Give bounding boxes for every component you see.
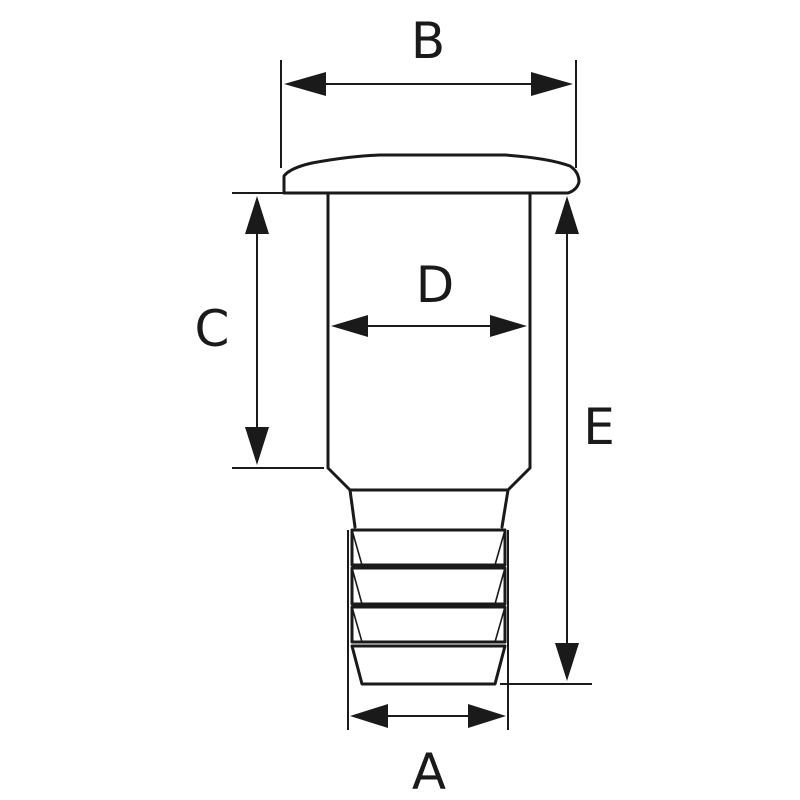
fitting-part xyxy=(282,153,581,686)
label-a: A xyxy=(412,743,446,800)
cap-head xyxy=(282,153,581,195)
label-e: E xyxy=(583,398,615,456)
dimension-d xyxy=(331,315,527,337)
label-c: C xyxy=(195,300,230,358)
dimension-a xyxy=(347,530,509,730)
shank-body xyxy=(326,191,532,492)
dimension-b xyxy=(280,60,577,168)
label-d: D xyxy=(416,256,455,314)
barbed-tail xyxy=(350,528,507,686)
dimension-labels: B D C E A xyxy=(195,12,615,800)
taper-neck xyxy=(348,488,510,529)
dimension-c xyxy=(232,192,324,469)
label-b: B xyxy=(411,12,445,70)
dimension-lines xyxy=(232,60,592,730)
dimension-e xyxy=(500,196,592,685)
